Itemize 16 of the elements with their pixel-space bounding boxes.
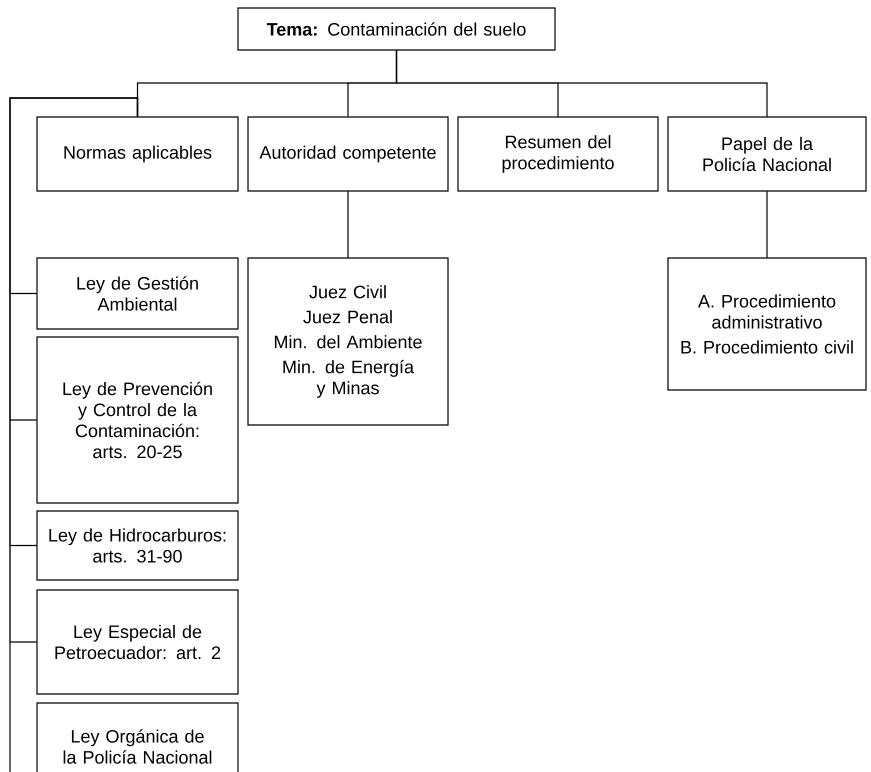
box: Autoridad competente xyxy=(247,116,449,192)
connector-line xyxy=(347,192,349,258)
box: Resumen del procedimiento xyxy=(457,116,659,192)
connector-line xyxy=(396,50,768,116)
box: A. Procedimiento administrativo B. Procedimiento civil xyxy=(667,257,867,391)
box: Ley Especial de Petroecuador: art. 2 xyxy=(36,589,239,695)
box: Normas aplicables xyxy=(36,116,239,192)
box: Papel de la Policía Nacional xyxy=(667,116,867,192)
connector-line xyxy=(9,97,138,772)
connector-line xyxy=(766,192,768,258)
box: Ley de Gestión Ambiental xyxy=(36,257,239,330)
box: Ley de Prevención y Control de la Contaminación: arts. 20-25 xyxy=(36,336,239,504)
box: Ley de Hidrocarburos: arts. 31-90 xyxy=(36,510,239,581)
box: Ley Orgánica de la Policía Nacional xyxy=(36,702,239,772)
box: Juez Civil Juez Penal Min. del Ambiente Min. de Energía y Minas xyxy=(247,257,449,426)
topic-box: Tema: Contaminación del suelo xyxy=(237,7,556,51)
